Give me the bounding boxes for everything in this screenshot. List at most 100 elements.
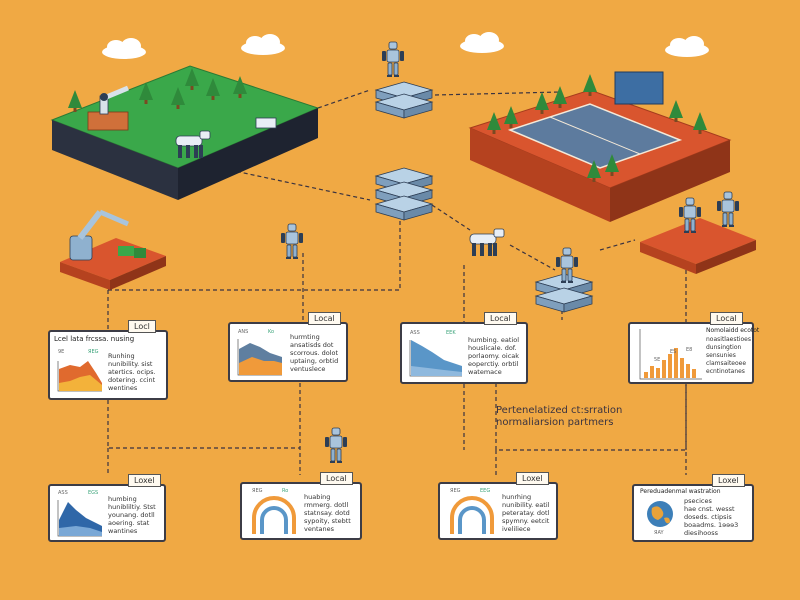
card-line: humbing. eatiol [468,336,520,344]
cloud-icon [102,38,146,59]
robot-icon [324,427,348,464]
card-line: huabing [304,493,331,501]
card-label: Ko [268,329,275,335]
card-line: boaadms. 1ɘɘɘ3 [684,521,739,529]
card-line: Runhing [108,352,135,360]
card-label: ЯEG [252,488,263,494]
bar-chart-icon: 5E ES E8 [639,329,702,380]
robot-icon [716,191,740,228]
card-text: hunrhing nunibility. eatil peteratay. do… [502,493,549,533]
robot-arm-icon [87,85,129,131]
mini-bar [692,369,696,378]
local-model-card-3: Local ASS EEK humbing. eatiol houslicale… [400,312,528,384]
device-icon [255,117,277,129]
card-tag: Local [710,312,743,325]
card-line: statnsay. dotd [304,509,350,517]
card-line: younang. dotll [108,511,155,519]
card-label: ANS [238,329,249,335]
card-line: watemace [468,368,502,376]
ring-chart-icon [450,496,494,534]
card-line: dotering. ccint [108,376,156,384]
mini-bar [674,348,678,378]
card-line: hurmting [290,333,320,341]
card-line: sypoity, stebtt [304,517,351,525]
mini-bar [650,366,654,378]
card-label: ASS [410,330,420,336]
cloud-icon [460,32,504,53]
local-model-card-1: Locl Lcel lata frcssa. nusing 9E ЯEG Run… [48,320,168,400]
normalization-annotation: Pertenelatized ct:srration normaliarsion… [496,405,622,429]
card-line: sensunies [706,352,736,359]
arena-platform [468,71,732,222]
card-title: Pereduadenmal wastration [640,488,721,495]
card-tag: Loxel [712,474,745,487]
card-line: houslicale. dof. [468,344,517,352]
bar-label: 5E [654,357,660,363]
card-line: ventanes [304,525,335,533]
card-text: humbing hunibliltiy. Stst younang. dotll… [108,495,156,535]
robot-icon [280,223,304,260]
card-label: EGS [88,490,99,496]
card-tag: Loxel [516,472,549,485]
local-model-card-5: Loxel ASS EGS humbing hunibliltiy. Stst … [48,474,166,542]
card-tag: Local [484,312,517,325]
card-title: Nomolaidd ecotot [706,327,760,334]
area-chart-icon [57,361,102,392]
card-line: atertics. ocips. [108,368,156,376]
card-line: wantines [108,527,138,535]
bar-label: ES [670,349,676,355]
robot-dog-icon [469,228,505,257]
card-line: hunibliltiy. Stst [108,503,156,511]
card-tag: Local [308,312,341,325]
card-line: nunibility. sist [108,360,153,368]
card-label: ЯEG [88,349,99,355]
card-line: ecntinotanes [706,368,745,375]
green-field-platform [50,65,320,200]
card-label: Ro [282,488,289,494]
card-title: Lcel lata frcssa. nusing [54,335,135,343]
annotation-line: Pertenelatized ct:srration [496,405,623,416]
annotation-line: normaliarsion partmers [496,417,614,428]
area-chart-icon [57,500,102,537]
card-text: humbing. eatiol houslicale. dof. porlaom… [468,336,519,376]
card-label: ЯEG [450,488,461,494]
card-label: EEK [446,330,456,336]
mini-bar [656,368,660,378]
mini-bar [668,354,672,378]
card-line: psecices [684,497,712,505]
card-line: iveliliece [502,525,531,533]
card-line: uptaing, orbtid [290,357,339,365]
card-line: peteratay. dotl [502,509,550,517]
server-stack-center [375,167,433,221]
local-model-card-2: Local ANS Ko hurmting ansatisds dot scor… [228,312,348,382]
card-line: aoering. stat [108,519,150,527]
card-line: hunrhing [502,493,532,501]
card-text: Runhing nunibility. sist atertics. ocips… [108,352,156,392]
card-tag: Locl [128,320,156,333]
area-chart-icon [237,339,282,376]
robot-icon [381,41,405,78]
card-label: EEG [480,488,491,494]
cloud-icon [241,34,285,55]
ring-chart-icon [252,496,296,534]
scoreboard-icon [614,71,664,105]
local-model-card-7: Loxel ЯEG EEG hunrhing nunibility. eatil… [438,472,558,540]
card-line: rmmerg. dotll [304,501,349,509]
robot-team-platform [640,191,756,274]
card-line: scorrous. dolot [290,349,339,357]
robot-arm-platform [60,209,166,290]
local-model-card-6: Local ЯEG Ro huabing rmmerg. dotll statn… [240,472,362,540]
card-line: porlaomy. oicak [468,352,520,360]
card-line: doseds. ctipsis [684,513,732,521]
card-tag: Loxel [128,474,161,487]
local-model-card-8: Loxel Pereduadenmal wastration ЯAY pseci… [632,474,754,542]
card-text: hurmting ansatisds dot scorrous. dolot u… [290,333,338,373]
card-line: noasitlaestioes [706,336,751,343]
card-text: psecices hae cnst. wesst doseds. ctipsis… [684,497,738,537]
card-label: 9E [58,349,65,355]
card-label: ЯAY [654,530,664,536]
card-line: eoperctiy. orbtil [468,360,519,368]
card-label: ASS [58,490,68,496]
card-line: ansatisds dot [290,341,334,349]
